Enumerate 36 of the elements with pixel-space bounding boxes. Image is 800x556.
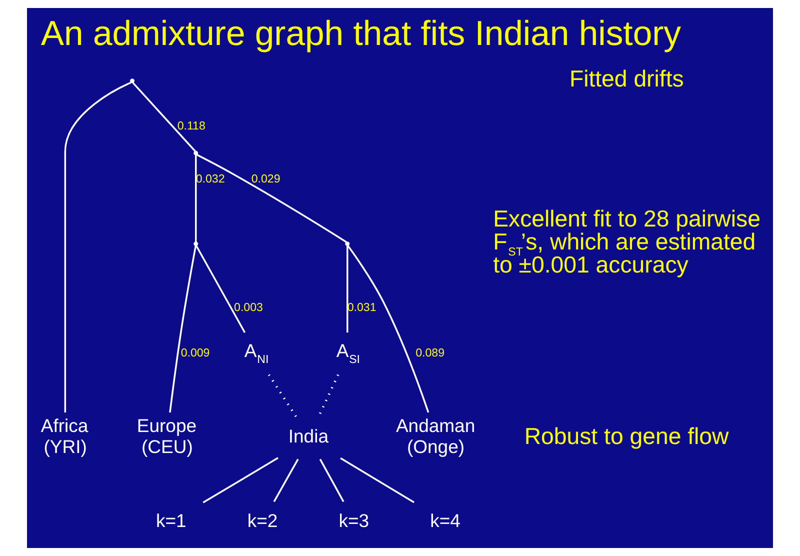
connector — [195, 245, 246, 333]
node-text: Andaman (Onge) — [396, 415, 476, 457]
node-point — [194, 242, 198, 246]
node-text: A$_{SI}$ — [336, 340, 360, 366]
connector — [64, 82, 132, 413]
connector — [273, 458, 299, 502]
connector — [202, 457, 278, 504]
connector — [169, 245, 197, 413]
node-text: Europe (CEU) — [136, 415, 197, 457]
edge-label: 0.009 — [180, 348, 210, 360]
connector — [195, 154, 197, 242]
edge-label: 0.089 — [416, 348, 445, 360]
node-point — [345, 242, 350, 246]
connector — [196, 154, 348, 243]
node-text: k=1 — [156, 510, 186, 531]
node-point — [194, 150, 198, 156]
node-text: k=3 — [338, 510, 370, 531]
node-text: A$_{NI}$ — [244, 340, 269, 366]
node-point — [130, 78, 134, 84]
node-text: k=2 — [247, 510, 278, 531]
connector — [346, 246, 348, 333]
connector — [347, 245, 430, 413]
node-text: India — [288, 426, 329, 447]
connector — [268, 374, 298, 418]
label: Robust to gene flow — [524, 422, 729, 449]
edge-label: 0.118 — [177, 120, 206, 132]
label: Fitted drifts — [569, 66, 684, 92]
edge-label: 0.029 — [251, 174, 280, 186]
edge-label: 0.003 — [234, 302, 263, 314]
connector — [319, 458, 344, 502]
label: Excellent fit to 28 pairwise F$_{ST}$’s, which are estimated to ±0.001 accuracy — [493, 205, 760, 278]
node-text: Africa (YRI) — [40, 415, 88, 457]
node-text: k=4 — [430, 510, 460, 531]
connector — [132, 82, 196, 152]
diagram-title: An admixture graph that fits Indian history — [40, 15, 682, 54]
connector — [340, 457, 414, 504]
